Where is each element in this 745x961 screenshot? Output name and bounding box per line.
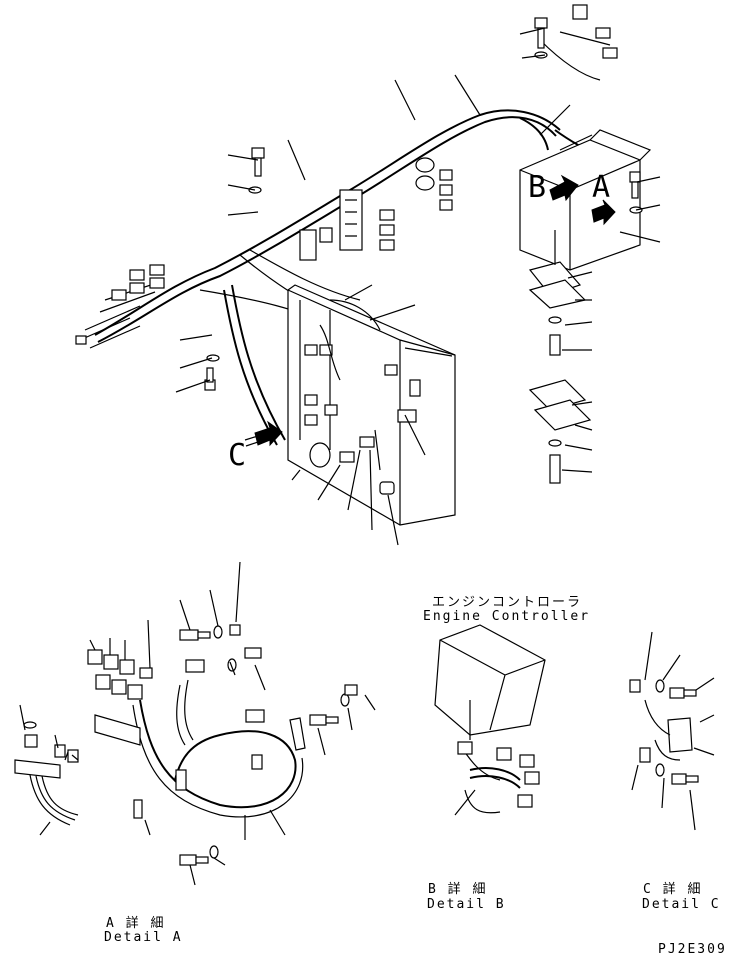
harness-connectors [75,4,618,345]
view-a-arrow [591,199,616,226]
detail-c-label-jp: C 詳 細 [643,882,703,897]
bolts-box [204,354,417,463]
detail-c-label-en: Detail C [642,897,721,912]
leader-lines-main [175,27,661,546]
view-label-c: C [228,438,247,473]
engine-controller-label-en: Engine Controller [423,609,591,624]
drawing-code: PJ2E309 [658,942,727,957]
detail-a-label-jp: A 詳 細 [106,916,166,931]
view-b-arrow [549,174,579,202]
detail-a-label-en: Detail A [104,930,183,945]
view-c-arrow [244,420,283,447]
detail-c-drawing [629,631,715,831]
detail-b-label-en: Detail B [427,897,506,912]
engine-controller-main [519,129,652,271]
view-label-b: B [528,170,547,205]
engine-controller-label-jp: エンジンコントローラ [432,595,583,610]
detail-b-drawing [434,624,546,816]
bracket-stack [528,230,592,484]
bolts-top [248,17,643,214]
detail-b-label-jp: B 詳 細 [428,882,488,897]
control-box [287,284,456,526]
detail-a-drawing [14,561,376,886]
view-label-a: A [592,170,611,205]
